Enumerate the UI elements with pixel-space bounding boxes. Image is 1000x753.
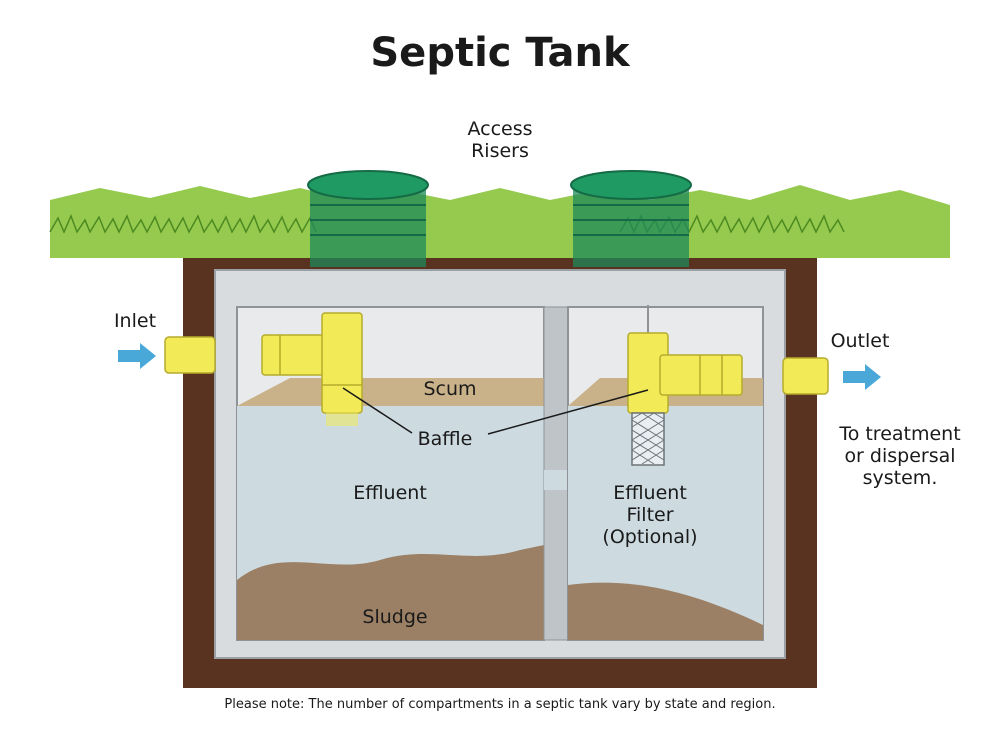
effluent-label: Effluent — [353, 482, 427, 504]
outlet-arrow — [843, 364, 881, 390]
effluent-filter-line-2: Filter — [626, 504, 674, 526]
baffle-label: Baffle — [417, 428, 473, 450]
access-risers-line-1: Access — [467, 118, 533, 140]
divider-opening — [544, 470, 568, 490]
destination-line-1: To treatment — [839, 423, 961, 445]
inlet-label: Inlet — [113, 310, 157, 332]
right-sludge — [568, 582, 763, 640]
baffle-leader-right — [487, 389, 649, 435]
left-access-riser — [307, 170, 429, 267]
destination-line-3: system. — [862, 467, 938, 489]
right-effluent — [568, 406, 763, 640]
inlet-arrow — [118, 343, 156, 369]
access-risers-line-2: Risers — [471, 140, 529, 162]
inlet-pipe — [164, 336, 216, 374]
baffle-leader-left — [342, 387, 413, 434]
outlet-pipe — [782, 357, 829, 395]
destination-line-2: or dispersal — [844, 445, 956, 467]
left-scum — [237, 378, 544, 406]
footnote: Please note: The number of compartments … — [224, 697, 776, 712]
left-sludge — [237, 545, 544, 640]
effluent-filter-line-1: Effluent — [613, 482, 687, 504]
sludge-label: Sludge — [362, 606, 428, 628]
diagram-title: Septic Tank — [370, 30, 630, 76]
effluent-filter — [631, 412, 665, 466]
effluent-filter-line-3: (Optional) — [602, 526, 698, 548]
grass-blades — [49, 214, 317, 234]
scum-label: Scum — [423, 378, 477, 400]
grass — [50, 185, 950, 258]
access-risers-label: Access Risers — [430, 118, 570, 162]
outlet-label: Outlet — [830, 330, 890, 352]
destination-label: To treatment or dispersal system. — [805, 423, 995, 489]
inlet-baffle — [261, 312, 363, 426]
right-access-riser — [570, 170, 692, 267]
effluent-filter-label: Effluent Filter (Optional) — [575, 482, 725, 548]
